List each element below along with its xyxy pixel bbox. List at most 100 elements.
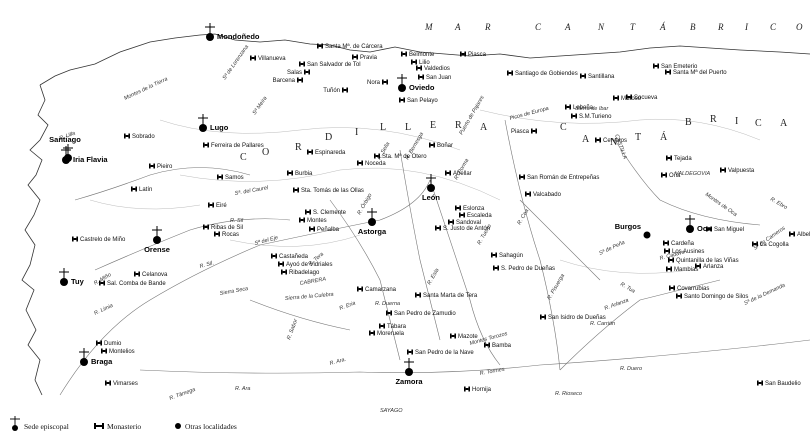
see-lugo: Lugo — [198, 114, 229, 132]
monastery-label: Noceda — [365, 161, 386, 167]
svg-text:SAYAGO: SAYAGO — [380, 408, 403, 414]
monastery-san-baudelio-82: San Baudelio — [757, 380, 801, 387]
see-zamora: Zamora — [395, 358, 423, 386]
monastery-label: Santa Marta de Tera — [423, 293, 478, 299]
monastery-moreruela-72: Moreruela — [369, 330, 405, 337]
monastery-label: San Pelayo — [407, 98, 438, 104]
monastery-covarrubias-51: Covarrubias — [669, 285, 709, 292]
monastery-valpuesta-25: Valpuesta — [720, 167, 755, 174]
monastery-piasca-22: Piasca — [511, 128, 537, 135]
monastery-label: San Miguel — [714, 227, 744, 233]
coastline — [39, 33, 810, 86]
see-label: Mondoñedo — [217, 32, 260, 41]
see-label: Tuy — [71, 277, 85, 286]
monastery-label: Ayoó de Vidriales — [286, 262, 332, 268]
svg-text:R: R — [484, 22, 491, 32]
monastery-label: Hornija — [472, 387, 492, 393]
monastery-label: Villanueva — [258, 56, 286, 62]
see-label: Astorga — [358, 227, 387, 236]
see-oca: Oca — [685, 215, 712, 233]
monastery-eslonza-38: Eslonza — [455, 205, 485, 212]
svg-text:I: I — [355, 127, 358, 138]
monastery-label: Peñalba — [317, 227, 340, 233]
monastery-label: Sta. Tomás de las Ollas — [301, 188, 364, 194]
monastery-label: Tejada — [674, 156, 692, 162]
monastery-label: Rocas — [222, 232, 239, 238]
monastery-pieiro-30: Pieiro — [149, 163, 173, 170]
monastery-label: Socueva — [634, 95, 658, 101]
monastery-label: Nora — [367, 80, 381, 86]
see-label: Iria Flavia — [73, 155, 108, 164]
monastery-penalba-59: Peñalba — [309, 226, 340, 233]
svg-text:C: C — [560, 122, 567, 133]
monastery-castaneda-66: Castañeda — [271, 253, 309, 260]
svg-text:VALDEGOVIA: VALDEGOVIA — [675, 171, 710, 177]
svg-text:B: B — [690, 22, 696, 32]
svg-text:I: I — [744, 22, 749, 32]
monastery-valdedios-10: Valdedios — [416, 65, 450, 72]
svg-text:R. Carrión: R. Carrión — [590, 321, 615, 327]
svg-text:R. Eria: R. Eria — [339, 300, 357, 311]
monastery-label: Castañeda — [279, 254, 309, 260]
monastery-santiago-de-gobiendes-14: Santiago de Gobiendes — [507, 70, 578, 77]
monastery-label: Santa Mª. de Cárcera — [325, 43, 383, 50]
monastery-burbia-32: Burbia — [287, 170, 313, 177]
monastery-s-justo-de-anton-41: S. Justo de Antón — [435, 225, 490, 232]
monastery-escaleda-39: Escaleda — [459, 212, 492, 219]
monastery-label: Oña — [669, 173, 681, 179]
monastery-cardena-46: Cardeña — [663, 240, 695, 247]
monastery-santa-m-de-carcera-0: Santa Mª. de Cárcera — [317, 43, 383, 50]
monastery-eire-60: Eiré — [208, 202, 227, 209]
svg-text:O: O — [262, 147, 269, 158]
monastery-label: Santa Mª del Puerto — [673, 69, 727, 76]
monastery-label: San Juan — [426, 75, 451, 81]
monastery-label: Valdedios — [424, 66, 450, 72]
see-label: León — [422, 193, 440, 202]
svg-text:C: C — [755, 118, 762, 129]
monastery-label: Montelios — [109, 349, 135, 355]
monastery-noceda-34: Noceda — [357, 160, 386, 167]
monastery-label: S. Clemente — [313, 210, 347, 216]
monastery-label: Albelda — [797, 232, 810, 238]
monastery-label: San Román de Entrepeñas — [527, 175, 599, 181]
monastery-nora-6: Nora — [367, 79, 388, 86]
monastery-label: Santiago de Gobiendes — [515, 71, 578, 77]
svg-text:Á: Á — [659, 22, 666, 32]
monastery-label: Eiré — [216, 203, 227, 209]
monastery-label: Covarrubias — [677, 286, 709, 292]
svg-text:R. Ara: R. Ara — [235, 386, 250, 392]
monastery-quintanilla-de-las-vinas-48: Quintanilla de las Viñas — [668, 257, 739, 264]
svg-text:R. Rioseco: R. Rioseco — [555, 391, 582, 397]
monastery-label: Sahagún — [499, 253, 523, 259]
monastery-label: Ferreira de Pallares — [211, 143, 264, 149]
monastery-los-ausines-47: Los Ausines — [664, 248, 704, 255]
monastery-label: Cardeña — [671, 241, 695, 247]
monastery-la-cogolla-54: La Cogolla — [752, 241, 789, 248]
monastery-sobrado-27: Sobrado — [124, 133, 155, 140]
see-leon: León — [422, 174, 440, 202]
monastery-albelda-55: Albelda — [789, 231, 810, 238]
monastery-label: Ribadelago — [289, 270, 320, 276]
monastery-label: Tábara — [387, 324, 407, 330]
monastery-sal-comba-de-bande-65: Sal. Comba de Bande — [99, 280, 166, 287]
monastery-castrelo-de-mino-63: Castrelo de Miño — [72, 236, 126, 243]
monastery-label: Dumio — [104, 341, 122, 347]
monastery-label: S.M.Turieno — [579, 114, 612, 120]
monastery-salas-4: Salas — [287, 69, 310, 76]
monastery-label: Arlanza — [703, 264, 724, 270]
monastery-san-juan-11: San Juan — [418, 74, 451, 81]
monastery-hornija-78: Hornija — [464, 386, 492, 393]
monastery-san-miguel-53: San Miguel — [706, 226, 744, 233]
monastery-label: Sobrado — [132, 134, 155, 140]
monastery-label: Los Ausines — [672, 249, 704, 255]
svg-text:A: A — [454, 22, 461, 32]
svg-text:Sierra de la Culebra: Sierra de la Culebra — [285, 292, 334, 302]
monastery-label: San Salvador de Tol — [307, 62, 361, 68]
monastery-bonar-36: Boñar — [429, 142, 453, 149]
see-label: Lugo — [210, 123, 229, 132]
monastery-lebena-20: Lebeña — [565, 104, 594, 111]
sea-label: M A R C A N T Á B R I C O — [424, 22, 803, 32]
monastery-label: S. Pedro de Dueñas — [501, 266, 555, 272]
monastery-label: Celanova — [142, 272, 168, 278]
svg-text:R: R — [455, 120, 462, 131]
